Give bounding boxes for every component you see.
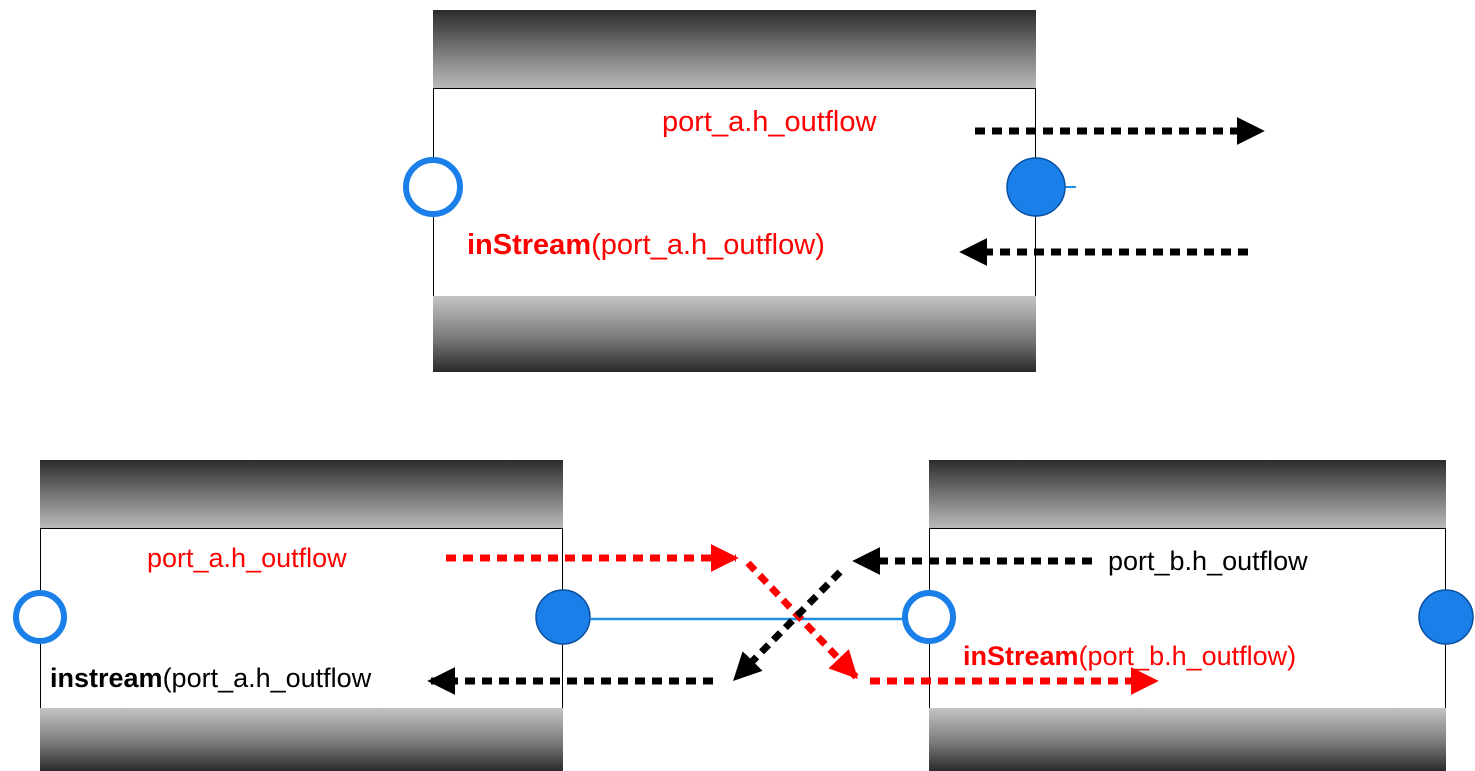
top-port-b-icon — [1006, 157, 1066, 217]
top-pipe-body — [433, 88, 1036, 298]
cross-black-arrow — [732, 569, 843, 682]
bl-outflow-label: port_a.h_outflow — [147, 543, 347, 573]
bl-instream-label: instream(port_a.h_outflow — [50, 665, 371, 692]
bl-pipe-wall-upper — [40, 460, 563, 530]
cross-red-arrow — [745, 560, 859, 680]
br-instream-label: inStream(port_b.h_outflow) — [963, 643, 1296, 670]
top-instream-arg: (port_a.h_outflow) — [591, 229, 825, 261]
bl-pipe-wall-lower — [40, 708, 563, 771]
top-outflow-label: port_a.h_outflow — [662, 106, 877, 138]
bl-port-a-icon — [13, 590, 67, 644]
br-outflow-label: port_b.h_outflow — [1108, 546, 1308, 576]
br-port-a-icon — [902, 590, 956, 644]
br-port-b-icon — [1418, 589, 1474, 645]
br-pipe-wall-upper — [929, 460, 1446, 530]
top-instream-func: inStream — [467, 229, 592, 261]
top-pipe-wall-lower — [433, 296, 1036, 372]
bl-instream-func: instream — [50, 663, 163, 693]
top-instream-label: inStream(port_a.h_outflow) — [467, 231, 825, 260]
bl-instream-arg: (port_a.h_outflow — [162, 663, 372, 693]
top-port-a-icon — [403, 157, 463, 217]
br-instream-func: inStream — [963, 641, 1079, 671]
bl-port-b-icon — [535, 589, 591, 645]
br-instream-arg: (port_b.h_outflow) — [1078, 641, 1297, 671]
top-pipe-wall-upper — [433, 10, 1036, 90]
br-pipe-wall-lower — [929, 708, 1446, 771]
